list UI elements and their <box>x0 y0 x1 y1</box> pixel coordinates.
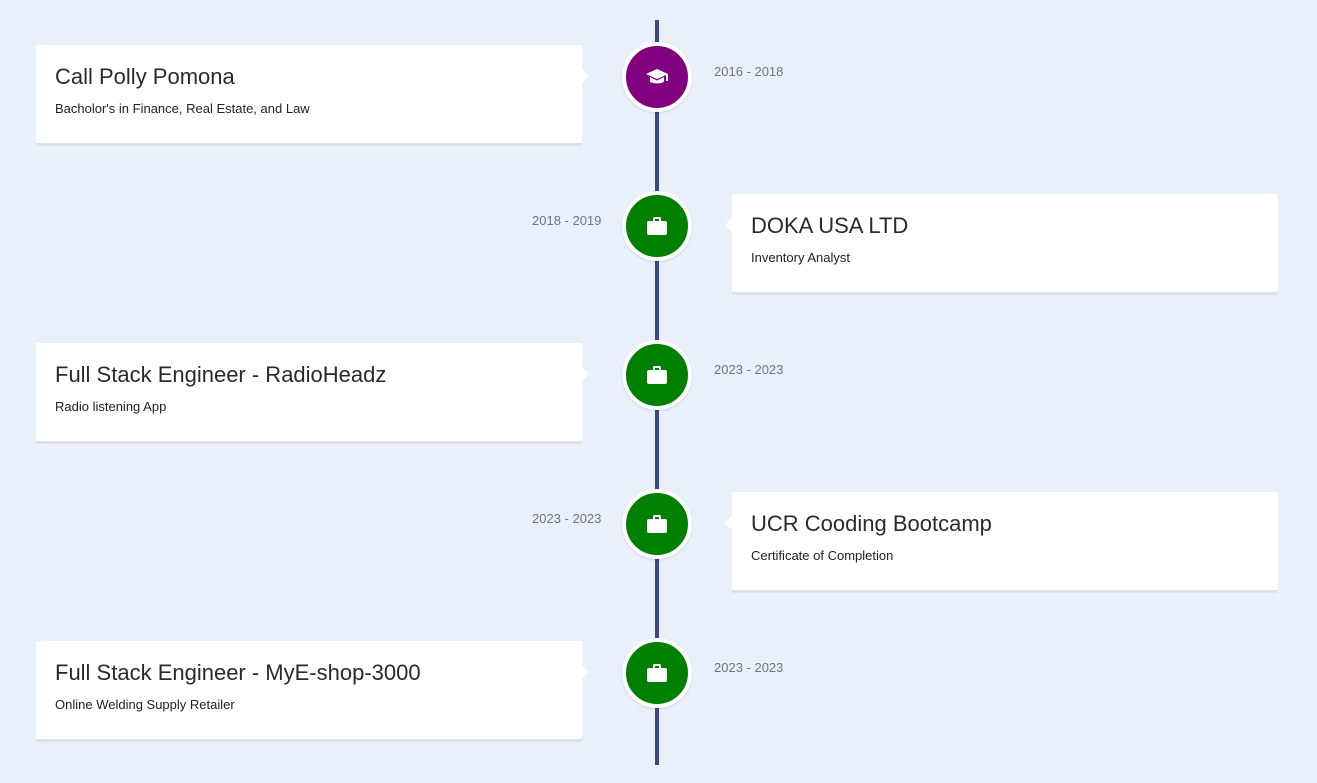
date-range: 2023 - 2023 <box>532 511 602 526</box>
timeline-card: UCR Cooding Bootcamp Certificate of Comp… <box>725 492 1278 590</box>
card-title: UCR Cooding Bootcamp <box>751 511 992 536</box>
card-title: Call Polly Pomona <box>55 64 235 89</box>
date-range: 2023 - 2023 <box>714 660 784 675</box>
graduation-cap-icon <box>622 42 692 112</box>
timeline-card: Full Stack Engineer - RadioHeadz Radio l… <box>36 343 589 441</box>
timeline-card: DOKA USA LTD Inventory Analyst <box>725 194 1278 292</box>
date-range: 2016 - 2018 <box>714 64 784 79</box>
date-range: 2023 - 2023 <box>714 362 784 377</box>
briefcase-icon <box>622 638 692 708</box>
card-title: DOKA USA LTD <box>751 213 909 238</box>
card-subtitle: Bacholor's in Finance, Real Estate, and … <box>55 101 310 116</box>
card-title: Full Stack Engineer - MyE-shop-3000 <box>55 660 421 685</box>
briefcase-icon <box>622 489 692 559</box>
timeline-entry: 2023 - 2023 UCR Cooding Bootcamp Certifi… <box>0 489 1317 592</box>
timeline-entry: Full Stack Engineer - RadioHeadz Radio l… <box>0 340 1317 443</box>
date-range: 2018 - 2019 <box>532 213 602 228</box>
timeline-entry: Full Stack Engineer - MyE-shop-3000 Onli… <box>0 638 1317 741</box>
card-title: Full Stack Engineer - RadioHeadz <box>55 362 387 387</box>
timeline-entry: Call Polly Pomona Bacholor's in Finance,… <box>0 42 1317 145</box>
card-subtitle: Online Welding Supply Retailer <box>55 697 235 712</box>
timeline-card: Full Stack Engineer - MyE-shop-3000 Onli… <box>36 641 589 739</box>
card-subtitle: Radio listening App <box>55 399 167 414</box>
card-subtitle: Certificate of Completion <box>751 548 894 563</box>
timeline-entry: 2018 - 2019 DOKA USA LTD Inventory Analy… <box>0 191 1317 294</box>
timeline-card: Call Polly Pomona Bacholor's in Finance,… <box>36 45 589 143</box>
briefcase-icon <box>622 340 692 410</box>
card-subtitle: Inventory Analyst <box>751 250 850 265</box>
briefcase-icon <box>622 191 692 261</box>
